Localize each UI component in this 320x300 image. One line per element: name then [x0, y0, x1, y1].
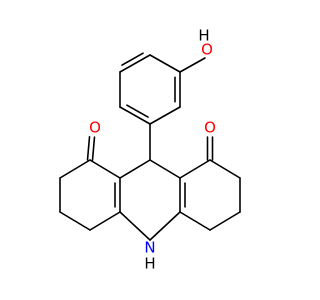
bond-line: [179, 159, 211, 179]
bond-line: [179, 211, 211, 231]
bond-layer: [59, 52, 241, 241]
bond-line: [149, 54, 181, 73]
bond-line: [119, 159, 151, 179]
ketone-oxygen-left-label: O: [89, 119, 101, 137]
bond-line: [119, 54, 151, 73]
bond-line: [89, 211, 121, 231]
hydroxyl-hydrogen-label: H: [198, 27, 209, 45]
bond-line: [149, 211, 181, 241]
ketone-oxygen-right-label: O: [204, 119, 216, 137]
bond-line: [89, 159, 121, 179]
carbonyl-double-bond: [86, 135, 91, 161]
hydroxyl-oxygen-label: O: [201, 41, 213, 59]
double-bond-line: [126, 104, 149, 118]
bond-line: [119, 106, 151, 125]
amine-hydrogen-label: H: [144, 255, 155, 273]
bond-line: [149, 106, 181, 125]
bond-line: [209, 211, 241, 231]
carbonyl-double-bond: [91, 136, 96, 162]
bond-line: [119, 211, 151, 241]
bond-line: [209, 159, 241, 179]
bond-line: [179, 57, 206, 73]
bond-line: [149, 159, 181, 179]
bond-line: [59, 159, 91, 179]
amine-nitrogen-label: N: [144, 239, 155, 257]
molecule-structure: O H O O N H: [59, 27, 241, 273]
double-bond-line: [121, 52, 144, 66]
bond-line: [59, 211, 91, 231]
